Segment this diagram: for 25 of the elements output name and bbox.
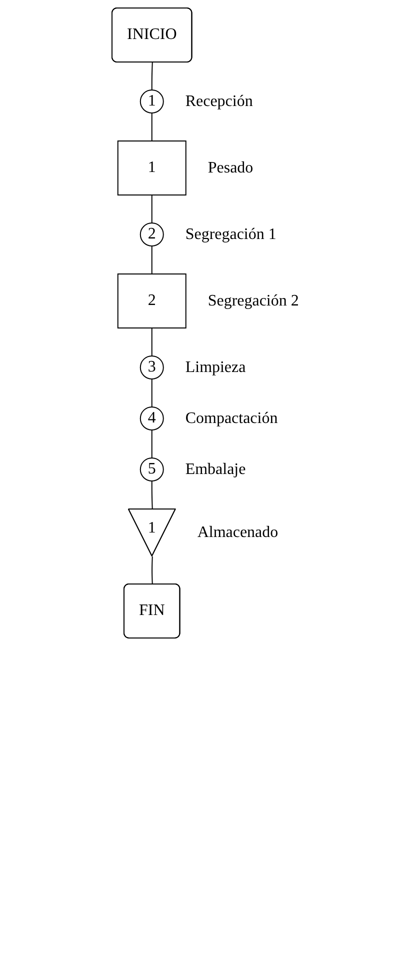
connector (150, 480, 152, 510)
connector (150, 378, 152, 408)
step-label: Segregación 1 (184, 226, 276, 243)
connector (150, 429, 152, 458)
node-circle (139, 355, 164, 380)
connector (150, 245, 152, 274)
node-circle (139, 457, 164, 482)
step-label: Limpieza (184, 358, 246, 376)
connector (150, 327, 152, 356)
step-label: Pesado (207, 159, 253, 176)
connector (151, 556, 152, 585)
connector (150, 112, 152, 142)
step-label: Almacenado (196, 524, 278, 541)
node-box (116, 140, 186, 196)
step-label: Compactación (184, 410, 278, 427)
connector (150, 194, 152, 224)
flow-diagram: INICIO 1 1 2 2 3 4 5 1 FIN Recepción Pesado Segregación 1 Segregación 2 Limpieza Compactación Embalaje Almacenado (104, 0, 306, 646)
step-label: Embalaje (184, 460, 246, 478)
connector (150, 62, 152, 90)
node-circle (139, 222, 164, 246)
step-label: Segregación 2 (207, 292, 298, 310)
node-box (116, 273, 186, 328)
node-circle (139, 90, 164, 114)
node-circle (139, 406, 164, 430)
step-label: Recepción (184, 93, 252, 110)
